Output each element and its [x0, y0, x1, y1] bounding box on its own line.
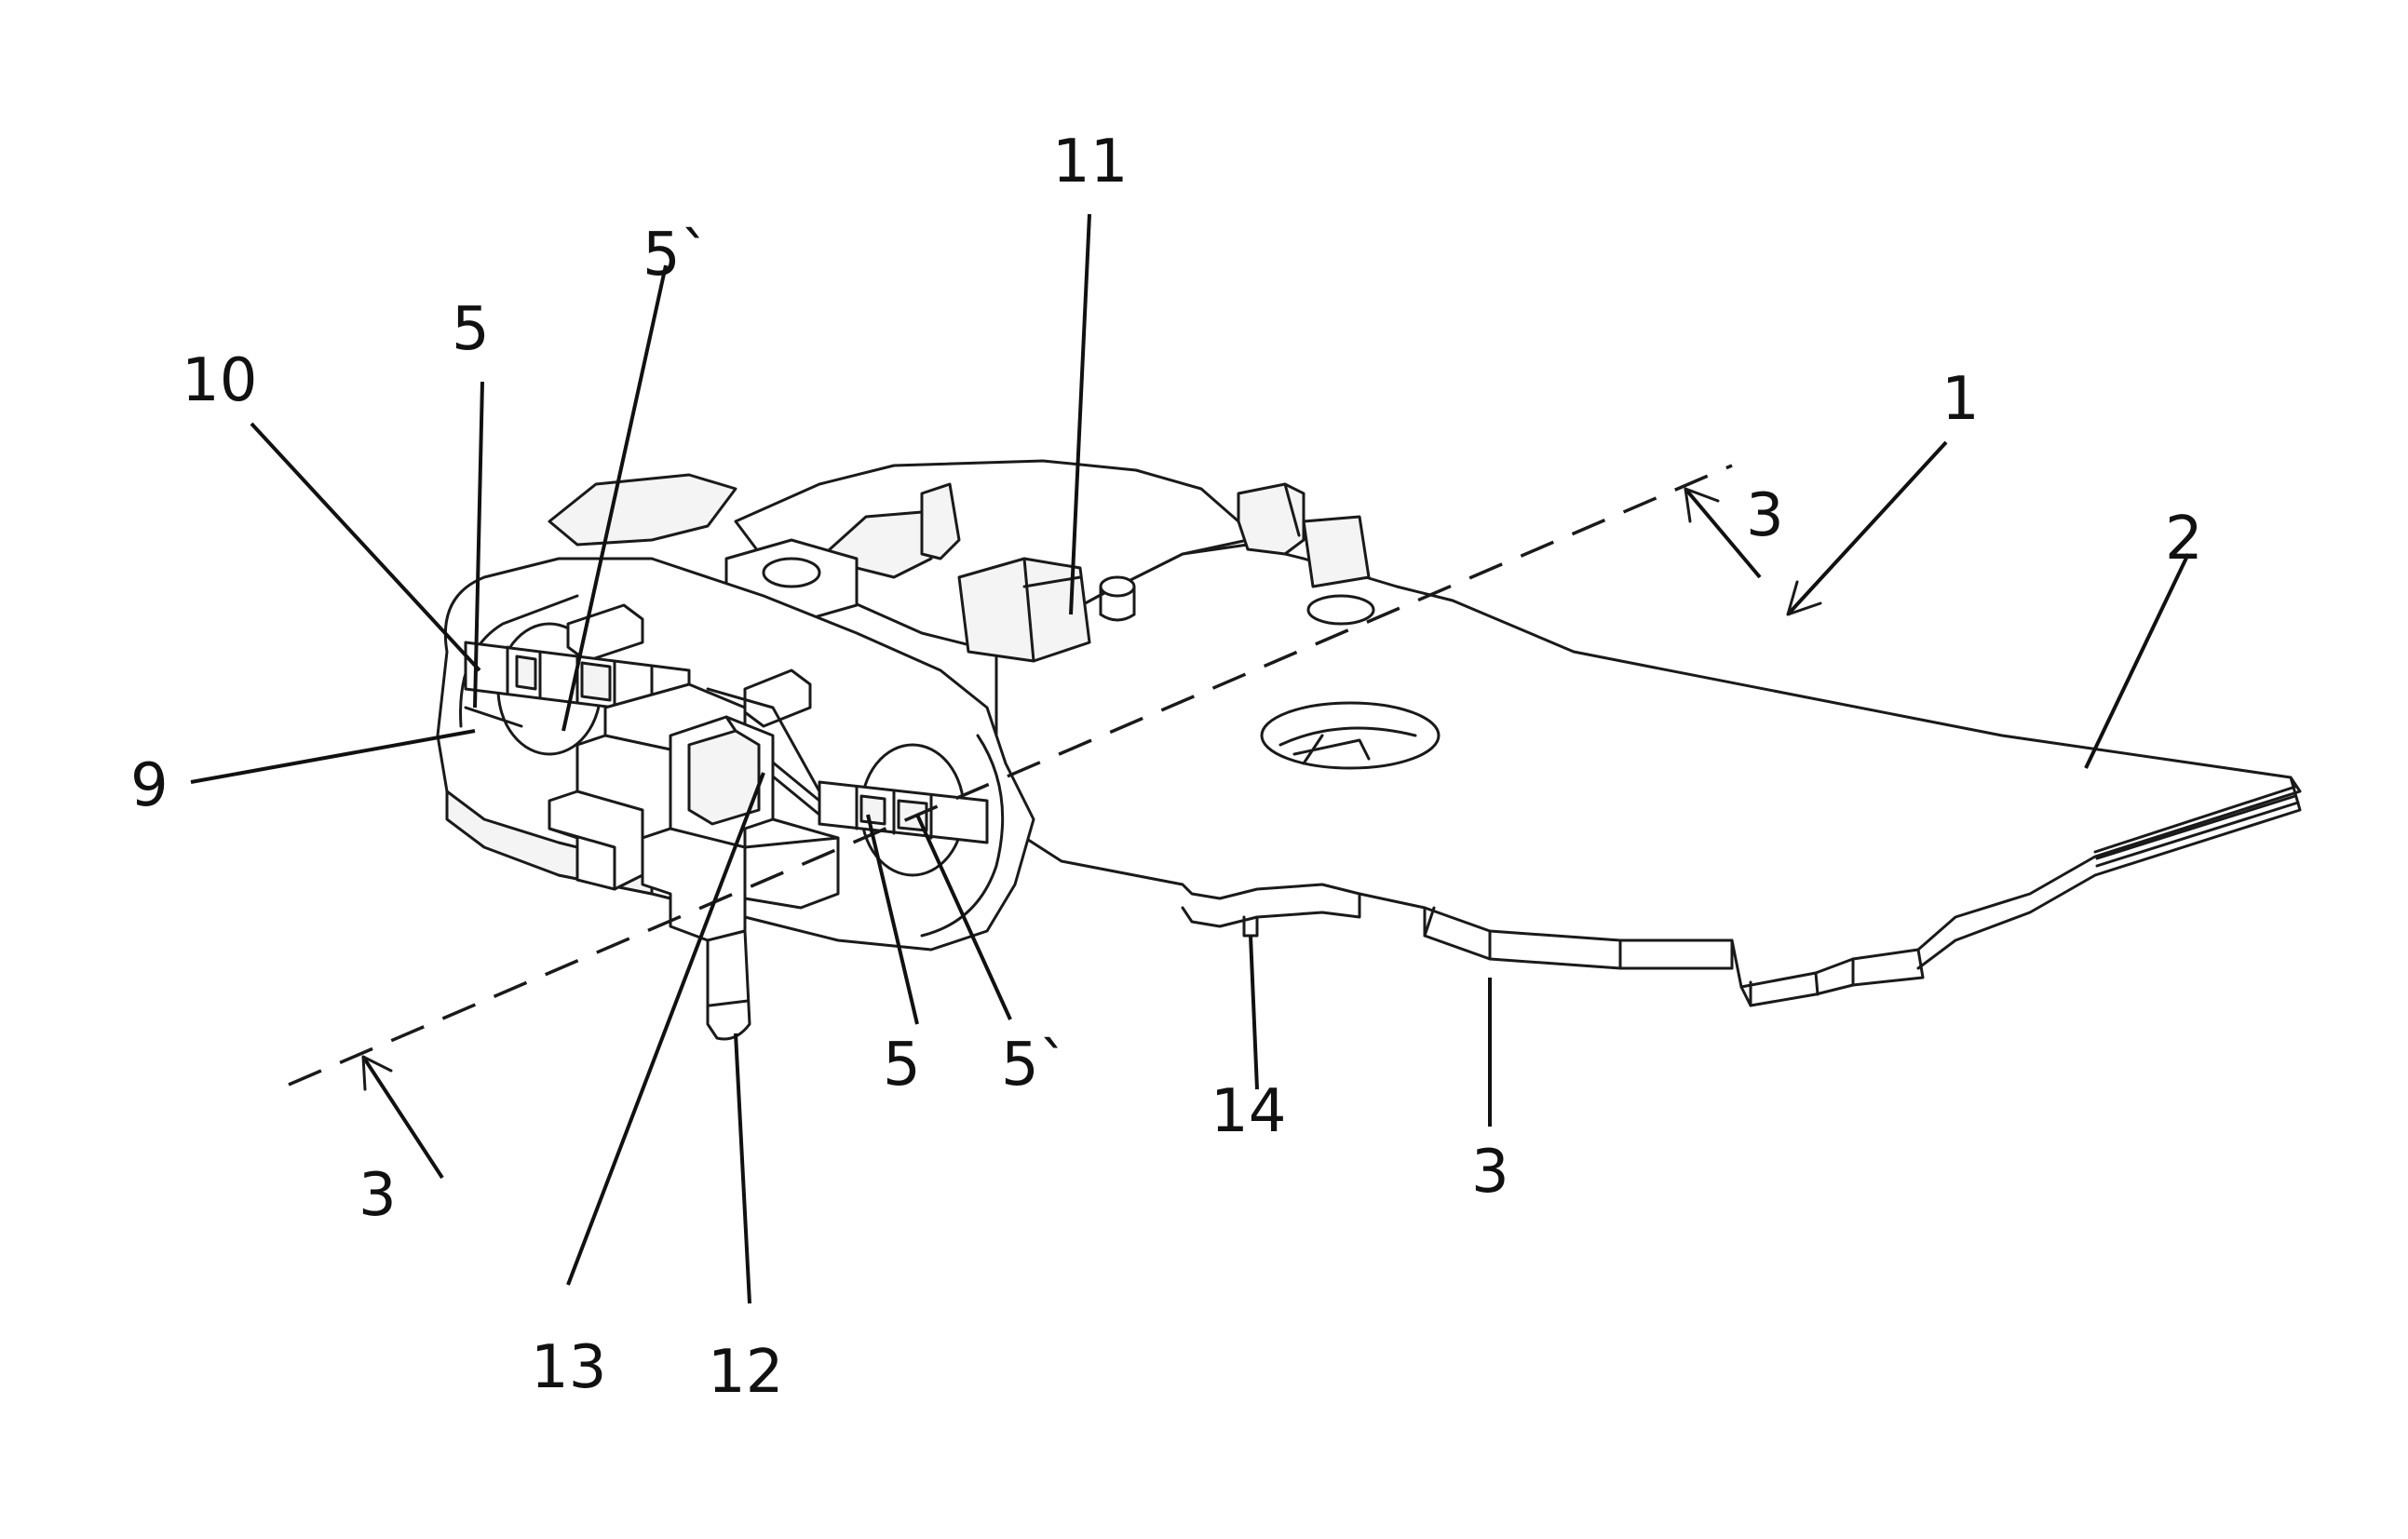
label-part-13: 13: [531, 1333, 606, 1402]
section-arrow-left: [363, 1057, 442, 1178]
base-plate: [996, 545, 2300, 1006]
label-part-9: 9: [130, 751, 169, 820]
label-part-5-prime-top: 5`: [643, 221, 710, 290]
label-part-5-bottom: 5: [883, 1031, 921, 1100]
label-part-10: 10: [182, 346, 257, 415]
label-section-3-right: 3: [1746, 481, 1784, 550]
label-part-5-top: 5: [452, 295, 490, 364]
label-section-3-left: 3: [358, 1161, 397, 1230]
label-part-11: 11: [1052, 128, 1128, 196]
label-part-12: 12: [708, 1338, 783, 1407]
label-part-1: 1: [1941, 365, 1980, 434]
label-part-5-prime-bottom: 5`: [1001, 1031, 1069, 1100]
label-part-3: 3: [1471, 1138, 1509, 1207]
label-part-14: 14: [1211, 1077, 1286, 1146]
label-part-2: 2: [2165, 505, 2203, 574]
